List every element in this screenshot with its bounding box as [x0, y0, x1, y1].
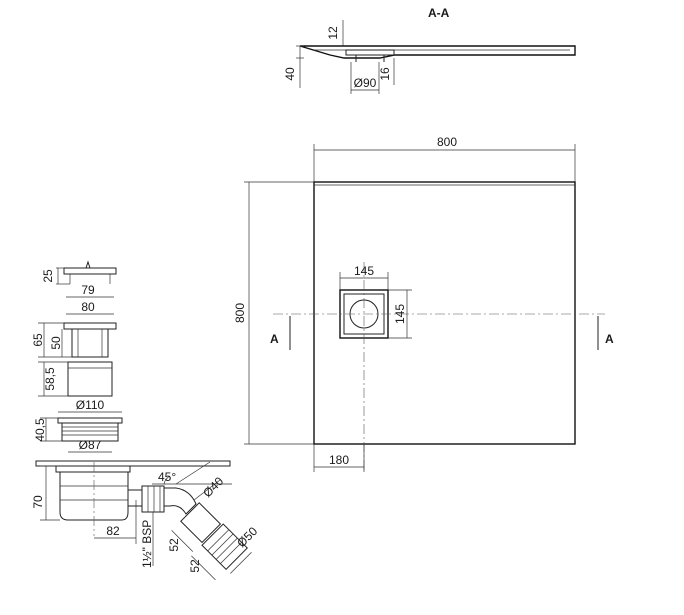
siphon-sleeve	[67, 361, 113, 397]
dim-dia90-label: Ø90	[354, 76, 377, 90]
dim-40-5-label: 40,5	[33, 418, 47, 442]
plan-height-label: 800	[233, 303, 247, 323]
dim-40-label: 40	[283, 67, 297, 81]
siphon-grate-knob	[85, 260, 91, 269]
section-mark-right: A	[605, 332, 614, 346]
dim-45deg-label: 45°	[158, 470, 176, 484]
section-title: A-A	[428, 6, 450, 20]
dim-dia110-label: Ø110	[76, 398, 105, 412]
siphon-waste-body	[59, 472, 129, 521]
siphon-pipe-groove-1	[207, 529, 230, 552]
dim-50-label: 50	[49, 336, 63, 350]
siphon-body-flange	[55, 465, 131, 473]
section-tray-profile	[299, 45, 576, 59]
plan-drain-size-v-label: 145	[393, 304, 407, 324]
plan-width-label: 800	[437, 135, 457, 149]
siphon-pipe-groove-2	[211, 533, 234, 556]
angle-arc	[163, 475, 171, 485]
plan-tray-outline	[313, 181, 576, 445]
dim-79-label: 79	[81, 283, 95, 297]
dim-82-label: 82	[106, 524, 120, 538]
dim-dia40-label: Ø40	[200, 474, 226, 500]
dim-52b-line	[191, 555, 216, 581]
dim-70-label: 70	[31, 495, 45, 509]
siphon-tray-plate	[35, 460, 231, 467]
siphon-angled-pipe	[171, 502, 252, 581]
siphon-outlet-nut	[141, 485, 165, 513]
siphon-trap-body	[71, 328, 109, 358]
dim-dia50-line	[230, 552, 252, 574]
dim-dia40-leader	[193, 479, 221, 501]
siphon-pipe-groove-3	[215, 537, 238, 560]
dim-25-label: 25	[41, 269, 55, 283]
siphon-trap-flange	[63, 322, 117, 330]
siphon-pipe-groove-4	[220, 542, 242, 564]
plan-drain-offset-label: 180	[329, 453, 349, 467]
dim-12-label: 12	[326, 26, 340, 40]
siphon-view: 25 79 80 65 50 58,5 Ø110 40,5	[31, 260, 260, 581]
siphon-ring-flange	[57, 417, 123, 424]
section-mark-left: A	[270, 332, 279, 346]
siphon-outlet-stub	[127, 489, 143, 507]
dim-bsp-label: 1½" BSP	[140, 520, 154, 568]
dim-65-label: 65	[31, 333, 45, 347]
dim-58-5-label: 58,5	[43, 367, 57, 391]
plan-view: 800 800 145 145 180 A A	[233, 135, 614, 472]
dim-52a-line	[171, 530, 194, 552]
dim-52a-label: 52	[167, 538, 181, 552]
siphon-pipe-segment-2	[201, 523, 248, 570]
siphon-pipe-segment-1	[180, 502, 222, 544]
plan-drain-size-h-label: 145	[354, 264, 374, 278]
section-view: A-A 12 40 16 Ø90	[283, 6, 576, 94]
siphon-grate-top	[63, 267, 117, 275]
dim-dia87-label: Ø87	[79, 438, 102, 452]
dim-80-label: 80	[81, 300, 95, 314]
section-drain-cover	[345, 49, 395, 56]
siphon-elbow	[163, 487, 197, 515]
dim-52b-label: 52	[188, 559, 202, 573]
dim-16-label: 16	[378, 67, 392, 81]
siphon-ring-body	[61, 422, 119, 442]
angle-ref-diagonal	[175, 461, 211, 485]
